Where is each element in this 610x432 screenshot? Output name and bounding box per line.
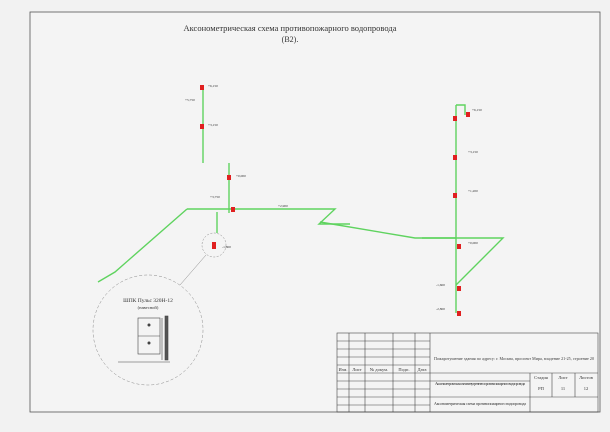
svg-text:+1,200: +1,200: [468, 189, 478, 194]
title-block: [336, 332, 599, 413]
svg-text:РП: РП: [538, 386, 545, 391]
cabinet-label: ШПК Пульс 320Н-12: [123, 298, 173, 304]
svg-text:№ докум.: № докум.: [370, 367, 388, 372]
level-marks: +6,150 +3,150 +0,000 -1,800 +5,750 +3,75…: [185, 84, 482, 312]
svg-text:+3,750: +3,750: [210, 195, 220, 200]
svg-text:-1,600: -1,600: [436, 283, 445, 288]
svg-text:-2,800: -2,800: [436, 307, 445, 312]
drawing-title: Аксонометрическая схема противопожарного…: [184, 23, 397, 33]
svg-text:+2,900: +2,900: [278, 204, 288, 209]
svg-text:Лист: Лист: [558, 375, 567, 380]
svg-text:Подп.: Подп.: [398, 367, 409, 372]
callout-leader: [179, 254, 207, 286]
svg-text:Изм.: Изм.: [339, 367, 348, 372]
stamp-columns: Изм. Лист № докум. Подп. Дата: [339, 367, 427, 372]
svg-text:Стадия: Стадия: [534, 375, 548, 380]
cabinet-callout-large: [92, 274, 204, 386]
svg-text:12: 12: [584, 386, 589, 391]
valves: [200, 85, 470, 316]
stamp-drawing-name: Аксонометрическая схема противопожарного…: [434, 401, 526, 406]
svg-text:+3,150: +3,150: [468, 150, 478, 155]
svg-text:+0,000: +0,000: [468, 241, 478, 246]
right-triangle: [422, 237, 505, 286]
svg-text:+6,150: +6,150: [472, 108, 482, 113]
stamp-stage: Стадия Лист Листов РП 11 12: [534, 375, 593, 391]
cabinet-detail: [118, 315, 170, 363]
svg-text:Листов: Листов: [579, 375, 593, 380]
sheet-frame: [29, 11, 601, 413]
svg-text:Дата: Дата: [418, 367, 427, 372]
svg-text:+0,000: +0,000: [236, 174, 246, 179]
svg-text:11: 11: [561, 386, 565, 391]
cabinet-callout-small: [201, 232, 227, 258]
right-top-loop: [456, 104, 466, 115]
cabinet-note: (навесной): [138, 305, 159, 310]
left-branch: [97, 208, 188, 283]
svg-text:+5,750: +5,750: [185, 98, 195, 103]
stamp-sheet-title: Аксонометрическая схема внутреннего прот…: [435, 381, 525, 386]
drawing-title-suffix: (В2).: [282, 35, 299, 44]
stamp-object: Пожаротушение здания по адресу: г. Москв…: [434, 356, 594, 362]
svg-text:-1,800: -1,800: [222, 245, 231, 250]
pipe-network: [97, 85, 505, 313]
svg-text:Лист: Лист: [352, 367, 361, 372]
svg-text:+3,150: +3,150: [208, 123, 218, 128]
svg-text:+6,150: +6,150: [208, 84, 218, 89]
